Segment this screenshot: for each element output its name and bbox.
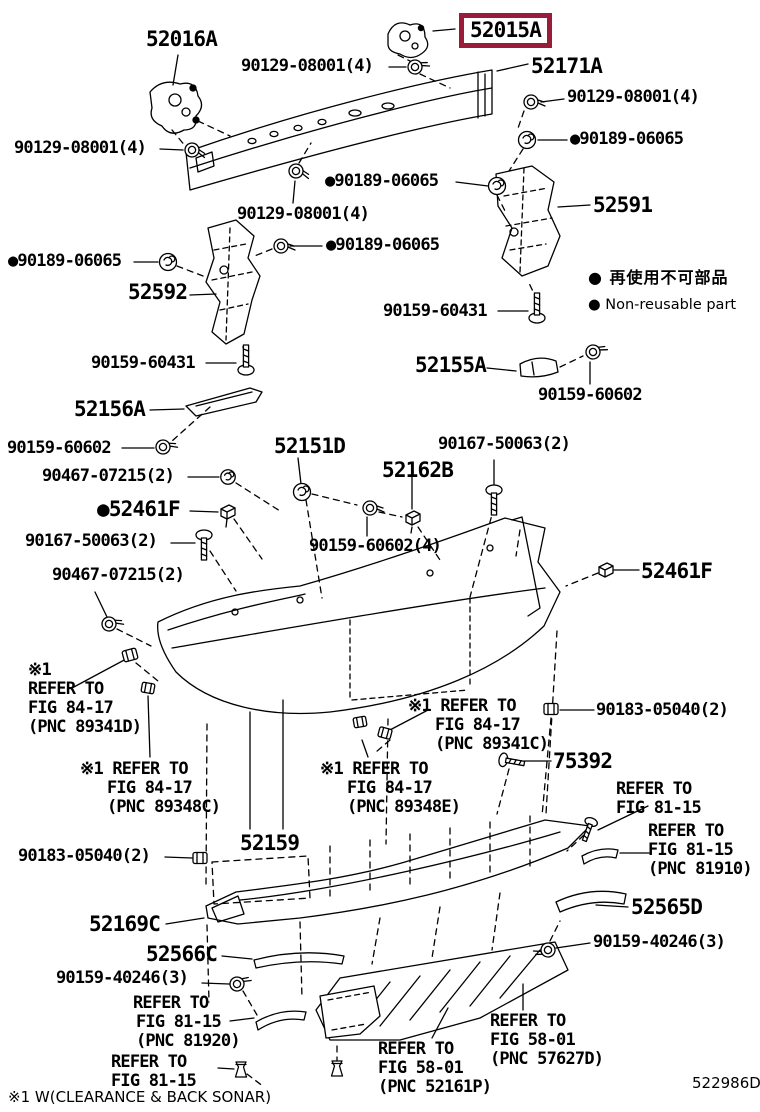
leader-lines (72, 29, 649, 1069)
label-90159-60602-left[interactable]: 90159-60602 (7, 438, 112, 458)
part-strip-pnc81910 (582, 849, 618, 864)
label-90189-06065-mid-lower[interactable]: ●90189-06065 (326, 235, 440, 255)
label-90467-07215-lower[interactable]: 90467-07215(2) (52, 565, 185, 585)
label-90159-60602-4[interactable]: 90159-60602(4) (309, 536, 442, 556)
label-52171a[interactable]: 52171A (531, 54, 603, 78)
part-bumper-cover-52159 (158, 517, 560, 713)
label-52169c[interactable]: 52169C (89, 912, 161, 936)
label-52461f-left[interactable]: ●52461F (97, 497, 181, 521)
part-bracket-bottom-right (320, 986, 380, 1038)
part-support-52591 (496, 166, 560, 276)
label-90129-08001-center[interactable]: 90129-08001(4) (237, 204, 370, 224)
label-90183-05040-right[interactable]: 90183-05040(2) (596, 700, 729, 720)
label-52566c[interactable]: 52566C (146, 942, 218, 966)
label-90159-60431-left[interactable]: 90159-60431 (91, 353, 196, 373)
assembly-dashed-lines (117, 55, 598, 1087)
part-bracket-52155a (520, 358, 558, 377)
label-90129-08001-right[interactable]: 90129-08001(4) (567, 87, 700, 107)
label-75392[interactable]: 75392 (553, 749, 613, 773)
label-90159-60431-right[interactable]: 90159-60431 (383, 301, 488, 321)
part-strip-52565d (556, 891, 626, 912)
part-bracket-52015a (388, 23, 428, 58)
label-52592[interactable]: 52592 (128, 280, 188, 304)
label-90183-05040-left[interactable]: 90183-05040(2) (18, 846, 151, 866)
legend-non-reusable-cjk: ● 再使用不可部品 (588, 268, 729, 287)
label-52565d[interactable]: 52565D (631, 895, 703, 919)
label-52162b[interactable]: 52162B (382, 458, 454, 482)
part-strip-pnc81920 (256, 1011, 306, 1030)
footnote-clearance-back-sonar: ※1 W(CLEARANCE & BACK SONAR) (8, 1088, 272, 1106)
label-90159-40246-right[interactable]: 90159-40246(3) (593, 932, 726, 952)
label-90167-50063-left[interactable]: 90167-50063(2) (25, 531, 158, 551)
label-52015a-highlighted[interactable]: 52015A (459, 13, 553, 48)
label-52155a[interactable]: 52155A (415, 353, 487, 377)
part-strip-52566c (254, 953, 344, 968)
label-90467-07215-upper[interactable]: 90467-07215(2) (42, 466, 175, 486)
label-90159-40246-left[interactable]: 90159-40246(3) (56, 968, 189, 988)
label-52156a[interactable]: 52156A (74, 397, 146, 421)
label-52159[interactable]: 52159 (240, 831, 300, 855)
label-52461f-right[interactable]: 52461F (641, 559, 713, 583)
label-90129-08001-top[interactable]: 90129-08001(4) (241, 56, 374, 76)
legend-non-reusable-en: ● Non-reusable part (588, 297, 737, 313)
label-90189-06065-mid-upper[interactable]: ●90189-06065 (325, 171, 439, 191)
part-reinforcement-52171a (186, 70, 492, 190)
label-52016a[interactable]: 52016A (146, 27, 218, 51)
label-90189-06065-far-left[interactable]: ●90189-06065 (8, 251, 122, 271)
part-bracket-52156a (186, 388, 262, 416)
label-90159-60602-right[interactable]: 90159-60602 (538, 385, 643, 405)
label-52151d[interactable]: 52151D (274, 434, 346, 458)
label-52591[interactable]: 52591 (593, 193, 653, 217)
label-90189-06065-right[interactable]: ●90189-06065 (570, 129, 684, 149)
part-bracket-52016a (150, 82, 202, 133)
diagram-code: 522986D (692, 1074, 760, 1092)
part-support-52592 (206, 220, 260, 344)
label-90129-08001-left[interactable]: 90129-08001(4) (14, 138, 147, 158)
label-90167-50063-mid[interactable]: 90167-50063(2) (438, 434, 571, 454)
